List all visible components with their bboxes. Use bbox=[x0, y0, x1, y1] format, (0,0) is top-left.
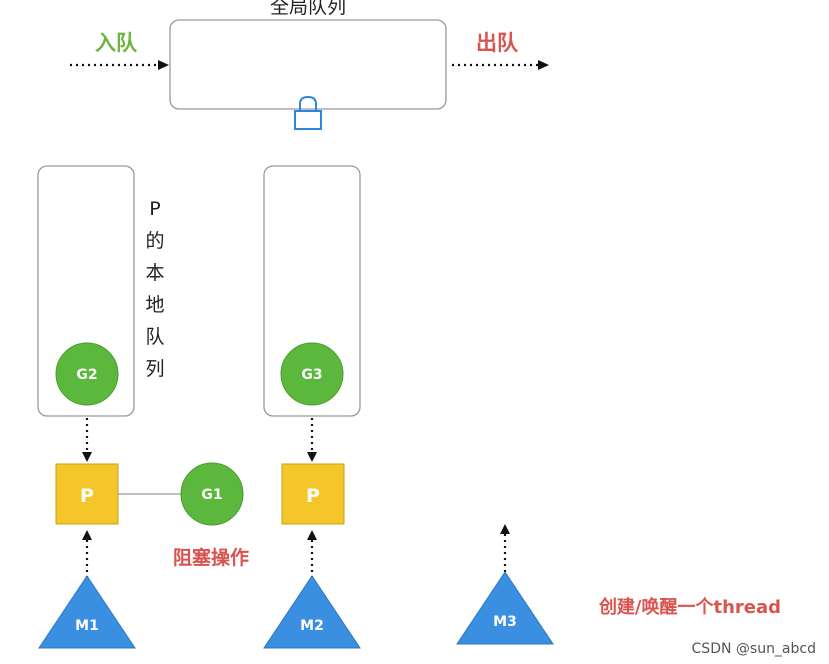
machine-m3-label: M3 bbox=[493, 614, 517, 630]
caption-char-3: 地 bbox=[145, 294, 164, 316]
watermark: CSDN @sun_abcd bbox=[692, 641, 816, 657]
m2-to-p-arrowhead bbox=[307, 530, 317, 540]
caption-char-4: 队 bbox=[145, 326, 164, 348]
machine-m1 bbox=[38, 575, 136, 649]
goroutine-g3 bbox=[280, 342, 344, 406]
caption-char-1: 的 bbox=[145, 230, 164, 252]
processor-p2-label: P bbox=[306, 485, 320, 507]
enqueue-arrowhead bbox=[158, 60, 169, 70]
goroutine-g3-label: G3 bbox=[301, 367, 322, 383]
local-queue-caption: P 的 本 地 队 列 bbox=[145, 198, 164, 380]
machine-m2 bbox=[263, 575, 361, 649]
create-thread-annotation: 创建/唤醒一个thread bbox=[598, 596, 781, 618]
lock-icon bbox=[294, 95, 322, 130]
enqueue-label: 入队 bbox=[95, 31, 138, 55]
processor-p1 bbox=[55, 463, 119, 525]
global-queue-title: 全局队列 bbox=[270, 0, 346, 18]
blocking-annotation: 阻塞操作 bbox=[173, 546, 249, 569]
machine-m3 bbox=[456, 571, 554, 645]
dequeue-arrowhead bbox=[538, 60, 549, 70]
goroutine-g1-label: G1 bbox=[201, 487, 222, 503]
caption-char-5: 列 bbox=[145, 358, 164, 380]
dequeue-label: 出队 bbox=[476, 31, 519, 55]
local-queue-box-2 bbox=[263, 165, 361, 417]
m3-up-arrowhead bbox=[500, 524, 510, 534]
queue2-to-p-arrowhead bbox=[307, 452, 317, 462]
processor-p1-label: P bbox=[80, 485, 94, 507]
m1-to-p-arrowhead bbox=[82, 530, 92, 540]
goroutine-g2 bbox=[55, 342, 119, 406]
queue1-to-p-arrowhead bbox=[82, 452, 92, 462]
goroutine-g2-label: G2 bbox=[76, 367, 97, 383]
caption-char-0: P bbox=[149, 198, 160, 220]
machine-m2-label: M2 bbox=[300, 618, 324, 634]
goroutine-g1 bbox=[180, 462, 244, 526]
machine-m1-label: M1 bbox=[75, 618, 99, 634]
processor-p2 bbox=[281, 463, 345, 525]
global-queue-box bbox=[169, 19, 447, 110]
caption-char-2: 本 bbox=[145, 262, 164, 284]
